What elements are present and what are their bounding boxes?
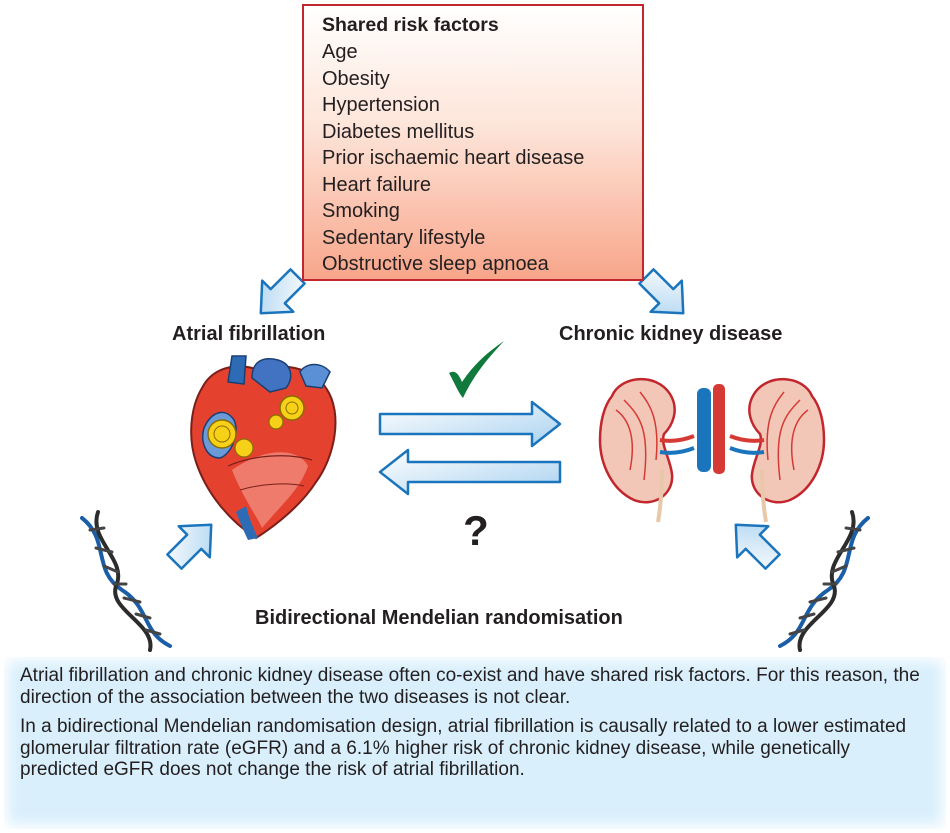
risk-box-title: Shared risk factors (322, 14, 499, 36)
risk-factor-item: Obstructive sleep apnoea (322, 253, 549, 275)
risk-factor-item: Age (322, 41, 358, 63)
arrow-dna-to-kidney (734, 523, 781, 570)
check-icon (449, 341, 504, 398)
arrow-af-to-ckd (378, 400, 562, 448)
risk-factor-item: Hypertension (322, 94, 440, 116)
dna-helix-icon (778, 510, 870, 652)
risk-factor-item: Prior ischaemic heart disease (322, 147, 585, 169)
atrial-fibrillation-label: Atrial fibrillation (172, 323, 326, 345)
risk-factor-item: Obesity (322, 67, 390, 90)
risk-factor-item: Smoking (322, 200, 400, 222)
chronic-kidney-disease-label: Chronic kidney disease (559, 323, 783, 345)
dna-helix-icon (80, 510, 172, 652)
question-mark: ? (463, 507, 489, 554)
risk-factor-item: Diabetes mellitus (322, 120, 475, 143)
arrow-ckd-to-af (378, 448, 562, 496)
arrow-dna-to-heart (166, 523, 213, 570)
summary-paragraph-2: In a bidirectional Mendelian randomisati… (20, 716, 907, 780)
arrow-to-ckd (638, 268, 685, 315)
summary-paragraph-1: Atrial fibrillation and chronic kidney d… (20, 665, 920, 708)
risk-factor-list: Age Obesity Hypertension Diabetes mellit… (322, 39, 642, 278)
summary-box: Atrial fibrillation and chronic kidney d… (4, 657, 946, 829)
shared-risk-factors-box: Shared risk factors Age Obesity Hyperten… (302, 4, 644, 281)
mendelian-randomisation-label: Bidirectional Mendelian randomisation (255, 607, 623, 629)
arrow-to-af (259, 268, 306, 315)
risk-factor-item: Heart failure (322, 173, 431, 196)
kidney-icon (598, 378, 826, 523)
risk-factor-item: Sedentary lifestyle (322, 226, 486, 249)
heart-icon (190, 355, 337, 540)
